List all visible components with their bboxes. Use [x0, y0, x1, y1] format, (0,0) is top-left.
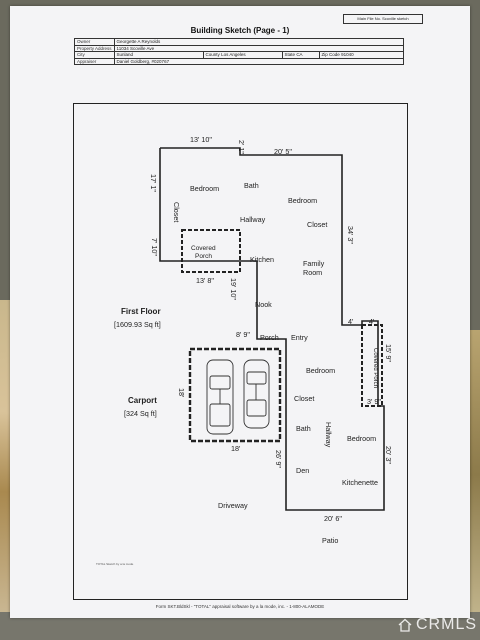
room-closet-1: Closet: [172, 202, 181, 223]
carport-area: [324 Sq ft]: [124, 409, 157, 418]
zip-value: 91040: [341, 52, 354, 58]
state-cell: State CA: [281, 51, 320, 59]
dim-top-left: 13' 10": [190, 135, 212, 144]
dim-bottom: 20' 6": [324, 514, 342, 523]
room-bedroom-3: Bedroom: [306, 366, 336, 375]
room-kitchenette: Kitchenette: [342, 478, 378, 487]
house-outline: [159, 147, 385, 511]
sketch-frame: 13' 10" 2' 1" 20' 5" 17' 1" 34' 3" 7' 10…: [73, 103, 408, 600]
room-patio: Patio: [322, 536, 339, 545]
floor-plan-drawing: [159, 147, 385, 511]
county-label: County: [205, 52, 220, 58]
dim-left-upper: 17' 1": [149, 174, 158, 192]
software-footer: Form SKT.BldSkl - "TOTAL" appraisal soft…: [155, 604, 325, 609]
dim-left-lower: 7' 10": [150, 238, 159, 256]
car-icon: [206, 359, 234, 435]
property-info-table: Owner Georgette A Reynolds Property Addr…: [74, 38, 405, 66]
dim-notch-2: 4': [369, 317, 375, 326]
dim-den-side: 26' 9": [274, 450, 283, 468]
owner-value: Georgette A Reynolds: [113, 38, 405, 46]
room-porch: Porch: [260, 333, 279, 342]
state-label: State: [284, 52, 296, 58]
dim-porch-height: 15' 9": [384, 344, 393, 362]
first-floor-label: First Floor: [121, 307, 161, 316]
dim-carport-width: 18': [231, 444, 241, 453]
watermark-logo: CRMLS: [416, 616, 478, 633]
dim-porch-small: 8' 9": [236, 330, 250, 339]
document-title: Building Sketch (Page - 1): [190, 26, 290, 35]
document-page: Main File No. Scoville sketch Building S…: [10, 6, 470, 618]
room-bath-2: Bath: [296, 424, 311, 433]
dim-notch-1: 4': [348, 317, 354, 326]
room-bath-1: Bath: [244, 181, 259, 190]
appraiser-value: Daniel Goldberg, #020767: [113, 57, 405, 66]
city-value: Sunland: [113, 51, 204, 59]
dim-carport-height: 18': [177, 388, 186, 398]
room-bedroom-4: Bedroom: [347, 434, 377, 443]
room-entry: Entry: [291, 333, 308, 342]
room-bedroom-1: Bedroom: [190, 184, 220, 193]
covered-porch-top-left: [181, 229, 241, 273]
city-label: City: [74, 51, 115, 59]
main-file-box: Main File No. Scoville sketch: [343, 14, 423, 24]
room-kitchen: Kitchen: [250, 255, 274, 264]
room-bedroom-2: Bedroom: [288, 196, 318, 205]
room-covered-porch-1: Covered: [191, 245, 216, 252]
dim-right-lower: 20' 3": [384, 446, 393, 464]
room-den: Den: [296, 466, 310, 475]
dim-porch-width: 13' 8": [196, 276, 214, 285]
house-icon: [398, 618, 412, 632]
room-closet-3: Closet: [294, 394, 315, 403]
room-driveway: Driveway: [218, 501, 248, 510]
room-covered-porch-1b: Porch: [195, 253, 212, 260]
dim-top-right: 20' 5": [274, 147, 292, 156]
sketch-credit: TOTAL Sketch by a la mode: [96, 562, 134, 566]
state-value: CA: [296, 52, 303, 58]
dim-step: 2' 1": [237, 140, 246, 154]
dim-kitchen-side: 19' 10": [229, 278, 238, 300]
county-value: Los Angeles: [221, 52, 246, 58]
room-nook: Nook: [255, 300, 272, 309]
room-closet-2: Closet: [307, 220, 328, 229]
zip-label: Zip Code: [321, 52, 340, 58]
room-family-room: Family: [303, 259, 325, 268]
dim-porch-bottom: 3' 9": [367, 397, 381, 406]
room-covered-porch-2: Covered Porch: [372, 348, 378, 389]
car-icon-2: [243, 359, 270, 429]
county-cell: County Los Angeles: [202, 51, 283, 59]
carport-outline: [188, 347, 282, 443]
zip-cell: Zip Code 91040: [318, 51, 405, 59]
address-value: 11034 Scoville Ave: [113, 44, 405, 53]
room-family-room-b: Room: [303, 268, 323, 277]
owner-label: Owner: [74, 38, 115, 46]
carport-label: Carport: [128, 396, 157, 405]
covered-porch-right: [361, 324, 383, 407]
dim-right-long: 34' 3": [346, 226, 355, 244]
room-hallway-1: Hallway: [240, 215, 266, 224]
address-label: Property Address: [74, 44, 115, 53]
appraiser-label: Appraiser: [74, 57, 115, 66]
first-floor-area: [1609.93 Sq ft]: [114, 320, 161, 329]
plan-walls: [159, 147, 385, 511]
room-hallway-2: Hallway: [324, 422, 333, 448]
